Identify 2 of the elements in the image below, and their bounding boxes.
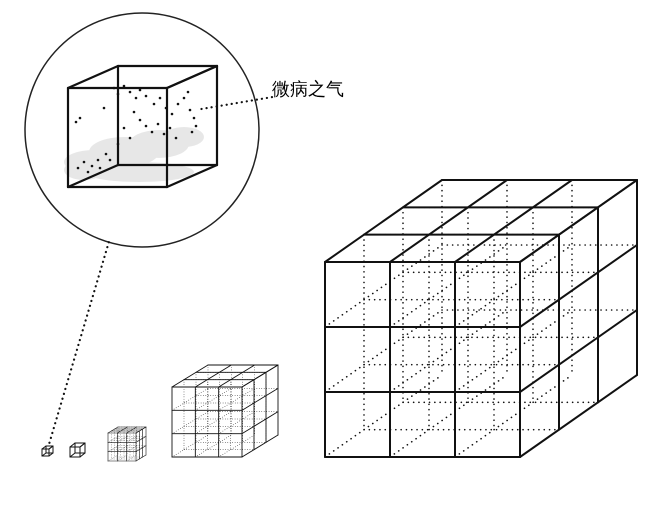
leader-line bbox=[48, 241, 110, 446]
callout-label: 微病之气 bbox=[272, 78, 345, 101]
